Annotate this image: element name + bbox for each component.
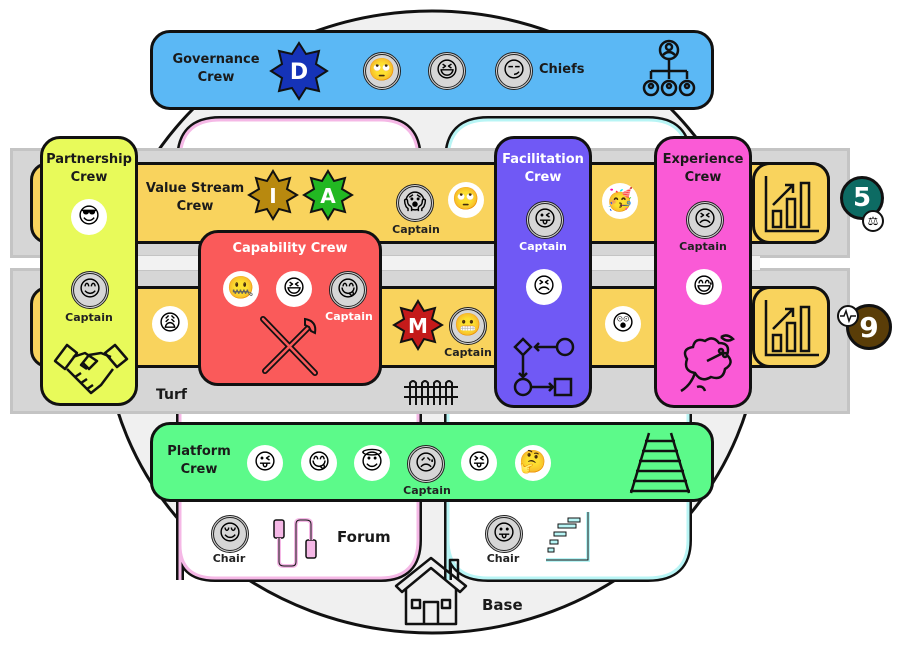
experience-captain-label: Captain [679, 240, 727, 253]
fence-icon [404, 380, 458, 405]
tools-icon [260, 316, 318, 376]
second-stream-metric-box [752, 286, 830, 368]
platform-title: Platform Crew [167, 444, 231, 477]
capability-title: Capability Crew [232, 241, 348, 256]
platform-crew[interactable]: Platform Crew 😜 😋 😇 😥 Captain 😝 🤔 [150, 422, 714, 502]
partnership-title: Partnership Crew [46, 152, 132, 185]
platform-member-2[interactable]: 😋 [301, 445, 337, 481]
value-stream-captain[interactable]: 😱 [396, 184, 434, 222]
second-stream-captain[interactable]: 😬 [449, 307, 487, 345]
value-stream-title: Value Stream Crew [145, 181, 245, 214]
forum-label: Forum [337, 528, 391, 546]
handshake-icon [53, 343, 129, 395]
governance-member-2[interactable]: 😆 [428, 52, 466, 90]
governance-badge-letter: D [290, 60, 308, 85]
platform-captain-label: Captain [403, 484, 451, 497]
svg-text:I: I [269, 184, 276, 208]
experience-title: Experience Crew [662, 152, 744, 185]
rail-track-icon [629, 432, 691, 494]
partnership-crew[interactable]: Partnership Crew 😎 😊 Captain [40, 136, 138, 406]
svg-text:M: M [408, 314, 428, 338]
facilitation-captain[interactable]: 😜 [526, 201, 564, 239]
turf-label: Turf [156, 387, 187, 403]
value-stream-captain-label: Captain [392, 223, 440, 236]
community-chair[interactable]: 😛 [485, 515, 523, 553]
platform-member-3[interactable]: 😇 [354, 445, 390, 481]
between-member[interactable]: 🥳 [602, 183, 638, 219]
governance-crew[interactable]: Governance Crew D 🙄 😆 😏 Chiefs [150, 30, 714, 110]
facilitation-crew[interactable]: Facilitation Crew 😜 Captain 😣 [494, 136, 592, 408]
value-stream-badge-a: A [302, 169, 354, 221]
platform-member-5[interactable]: 😝 [461, 445, 497, 481]
facilitation-title: Facilitation Crew [502, 152, 584, 185]
value-stream-member[interactable]: 🙄 [448, 182, 484, 218]
capability-crew[interactable]: Capability Crew 🤐 😆 😋 Captain [198, 230, 382, 386]
governance-member-3[interactable]: 😏 [495, 52, 533, 90]
cable-icon [273, 518, 317, 568]
partnership-member[interactable]: 😎 [71, 199, 107, 235]
experience-member[interactable]: 😅 [686, 269, 722, 305]
capability-member-2[interactable]: 😆 [276, 271, 312, 307]
experience-captain[interactable]: 😣 [686, 201, 724, 239]
second-stream-member-left[interactable]: 😩 [152, 306, 188, 342]
platform-member-1[interactable]: 😜 [247, 445, 283, 481]
scales-icon: ⚖ [862, 210, 884, 232]
pulse-icon [837, 305, 859, 327]
community-chair-label: Chair [486, 552, 520, 565]
base-label: Base [482, 596, 523, 614]
value-stream-badge-i: I [247, 169, 299, 221]
platform-member-6[interactable]: 🤔 [515, 445, 551, 481]
stairs-icon [546, 512, 590, 562]
org-chart-icon [642, 39, 696, 97]
capability-captain[interactable]: 😋 [329, 271, 367, 309]
second-stream-member-right[interactable]: 😲 [605, 306, 641, 342]
partnership-captain[interactable]: 😊 [71, 271, 109, 309]
chiefs-label: Chiefs [539, 62, 585, 77]
facilitation-member[interactable]: 😣 [526, 269, 562, 305]
governance-title: Governance Crew [172, 52, 260, 85]
svg-text:A: A [320, 184, 336, 208]
capability-member-1[interactable]: 🤐 [223, 271, 259, 307]
growth-chart-icon [764, 176, 819, 233]
governance-member-1[interactable]: 🙄 [363, 52, 401, 90]
capability-captain-label: Captain [325, 310, 373, 323]
governance-badge: D [269, 41, 329, 101]
platform-captain[interactable]: 😥 [407, 445, 445, 483]
partnership-captain-label: Captain [65, 311, 113, 324]
second-stream-badge-m: M [392, 299, 444, 351]
facilitation-captain-label: Captain [519, 240, 567, 253]
house-icon [394, 556, 468, 626]
flower-icon [680, 334, 735, 393]
flow-icon [513, 337, 575, 397]
value-stream-metric-box [752, 162, 830, 244]
forum-chair-label: Chair [212, 552, 246, 565]
second-stream-captain-label: Captain [444, 346, 492, 359]
forum-chair[interactable]: 😌 [211, 515, 249, 553]
value-stream-metric-badge: 5 [840, 176, 884, 220]
growth-chart-icon [764, 300, 819, 357]
experience-crew[interactable]: Experience Crew 😣 Captain 😅 [654, 136, 752, 408]
